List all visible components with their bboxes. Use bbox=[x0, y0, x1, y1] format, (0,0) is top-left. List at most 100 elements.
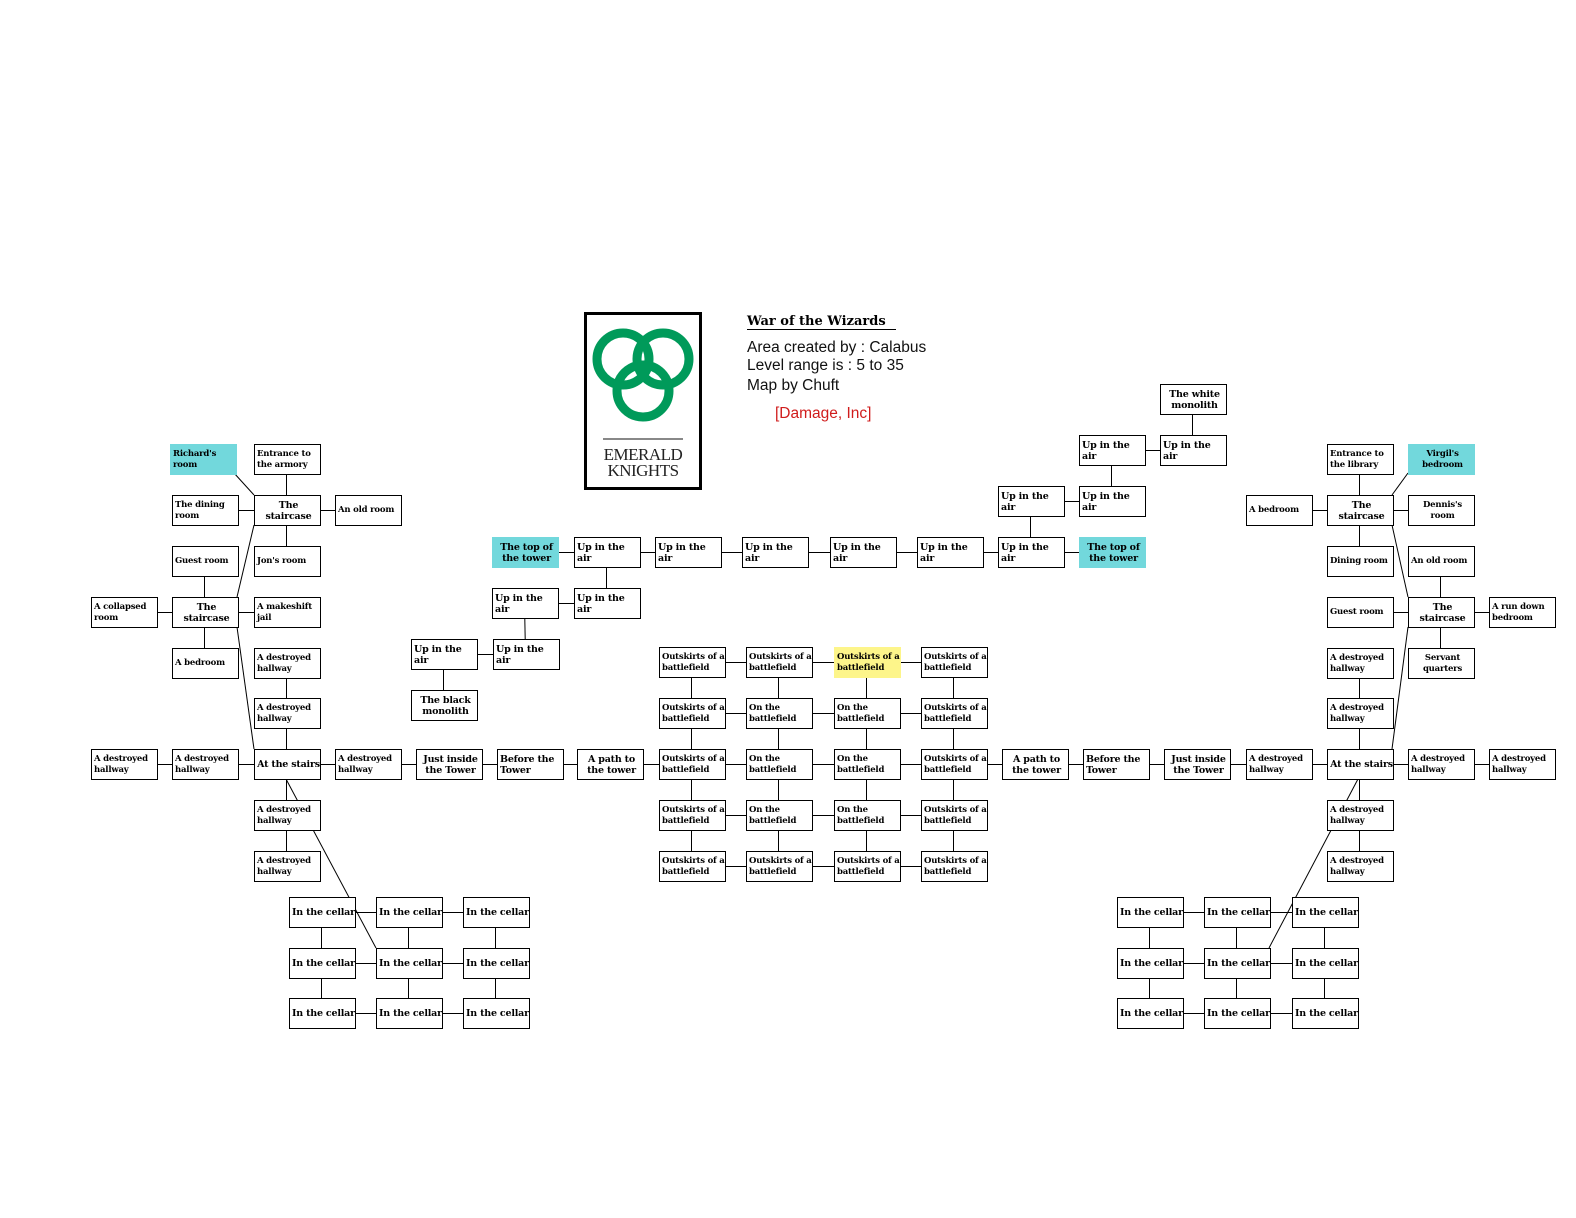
room-label: A destroyed hallway bbox=[1330, 702, 1384, 724]
room-r-virgil: Virgil's bedroom bbox=[1408, 444, 1475, 475]
room-l-dhw2: A destroyed hallway bbox=[91, 749, 158, 780]
room-bf-0-2: Outskirts of a battlefield bbox=[834, 647, 901, 678]
room-cl-0-2: In the cellar bbox=[463, 897, 530, 928]
room-r-dining: Dining room bbox=[1327, 546, 1394, 577]
room-r-dennis: Dennis's room bbox=[1408, 495, 1475, 526]
room-r-old: An old room bbox=[1408, 546, 1475, 577]
room-label: Up in the air bbox=[1082, 439, 1130, 462]
room-label: In the cellar bbox=[1120, 907, 1183, 918]
room-label: A destroyed hallway bbox=[257, 652, 311, 674]
room-label: An old room bbox=[1411, 556, 1468, 566]
room-label: Entrance to the armory bbox=[257, 448, 311, 470]
room-label: In the cellar bbox=[379, 1008, 442, 1019]
room-cl-2-1: In the cellar bbox=[376, 998, 443, 1029]
room-label: In the cellar bbox=[1120, 1008, 1183, 1019]
room-label: In the cellar bbox=[1295, 958, 1358, 969]
room-label: In the cellar bbox=[379, 907, 442, 918]
room-label: Richard's room bbox=[173, 448, 217, 470]
room-label: The staircase bbox=[265, 499, 312, 522]
room-a-10: Up in the air bbox=[493, 639, 560, 670]
room-label: Entrance to the library bbox=[1330, 448, 1384, 470]
room-label: A destroyed hallway bbox=[257, 855, 311, 877]
room-label: In the cellar bbox=[1120, 958, 1183, 969]
room-label: Outskirts of a battlefield bbox=[749, 855, 812, 877]
diagonal-link bbox=[1391, 472, 1409, 496]
diagonal-link bbox=[233, 472, 255, 496]
room-label: The black monolith bbox=[420, 694, 471, 717]
room-label: Outskirts of a battlefield bbox=[662, 855, 725, 877]
room-a-7: Up in the air bbox=[492, 588, 559, 619]
room-label: A bedroom bbox=[175, 658, 225, 668]
room-label: Up in the air bbox=[1001, 490, 1049, 513]
room-label: Outskirts of a battlefield bbox=[662, 651, 725, 673]
room-cl-1-1: In the cellar bbox=[376, 948, 443, 979]
room-label: Before the Tower bbox=[500, 753, 555, 776]
room-l-before: Before the Tower bbox=[497, 749, 564, 780]
room-a-white: The white monolith bbox=[1160, 384, 1227, 415]
room-r-stair2: The staircase bbox=[1408, 597, 1475, 628]
room-r-stair1: The staircase bbox=[1327, 495, 1394, 526]
rings-icon bbox=[592, 328, 694, 440]
room-label: Outskirts of a battlefield bbox=[924, 804, 987, 826]
room-label: Outskirts of a battlefield bbox=[749, 651, 812, 673]
room-bf-3-1: On the battlefield bbox=[746, 800, 813, 831]
room-bf-0-0: Outskirts of a battlefield bbox=[659, 647, 726, 678]
room-label: In the cellar bbox=[1295, 1008, 1358, 1019]
room-label: A destroyed hallway bbox=[257, 804, 311, 826]
emerald-knights-logo: EMERALD KNIGHTS bbox=[584, 312, 702, 490]
room-r-stairs: At the stairs bbox=[1327, 749, 1394, 780]
room-label: A run down bedroom bbox=[1492, 601, 1545, 623]
room-r-dhe2: A destroyed hallway bbox=[1489, 749, 1556, 780]
area-creator: Area created by : Calabus bbox=[747, 339, 927, 356]
room-a-11: Up in the air bbox=[998, 486, 1065, 517]
room-a-5: Up in the air bbox=[917, 537, 984, 568]
room-label: A makeshift jail bbox=[257, 601, 312, 623]
logo-line-2: KNIGHTS bbox=[607, 461, 679, 480]
diagonal-link bbox=[236, 626, 255, 750]
room-bf-4-3: Outskirts of a battlefield bbox=[921, 851, 988, 882]
room-a-14: Up in the air bbox=[1160, 435, 1227, 466]
room-label: Outskirts of a battlefield bbox=[662, 702, 725, 724]
room-label: Before the Tower bbox=[1086, 753, 1141, 776]
room-cr-0-0: In the cellar bbox=[1117, 897, 1184, 928]
logo-line-1: EMERALD bbox=[603, 445, 683, 464]
room-bf-3-3: Outskirts of a battlefield bbox=[921, 800, 988, 831]
room-a-9: Up in the air bbox=[411, 639, 478, 670]
room-a-8: Up in the air bbox=[574, 588, 641, 619]
room-r-dh1: A destroyed hallway bbox=[1327, 648, 1394, 679]
room-label: A destroyed hallway bbox=[338, 753, 392, 775]
room-label: In the cellar bbox=[292, 907, 355, 918]
room-label: Up in the air bbox=[577, 541, 625, 564]
room-label: The staircase bbox=[183, 601, 230, 624]
room-label: The top of the tower bbox=[1087, 541, 1140, 564]
room-bf-0-1: Outskirts of a battlefield bbox=[746, 647, 813, 678]
room-label: Up in the air bbox=[833, 541, 881, 564]
room-bf-2-3: Outskirts of a battlefield bbox=[921, 749, 988, 780]
room-r-library: Entrance to the library bbox=[1327, 444, 1394, 475]
diagonal-link bbox=[236, 524, 255, 598]
room-cr-2-1: In the cellar bbox=[1204, 998, 1271, 1029]
room-label: Outskirts of a battlefield bbox=[924, 753, 987, 775]
room-label: An old room bbox=[338, 505, 395, 515]
room-l-dhe: A destroyed hallway bbox=[335, 749, 402, 780]
room-label: Guest room bbox=[1330, 607, 1384, 617]
room-label: Up in the air bbox=[745, 541, 793, 564]
room-bf-1-3: Outskirts of a battlefield bbox=[921, 698, 988, 729]
room-l-dh1: A destroyed hallway bbox=[254, 648, 321, 679]
room-label: A destroyed hallway bbox=[1330, 855, 1384, 877]
room-label: A destroyed hallway bbox=[257, 702, 311, 724]
room-label: In the cellar bbox=[1295, 907, 1358, 918]
room-label: In the cellar bbox=[379, 958, 442, 969]
room-label: Up in the air bbox=[414, 643, 462, 666]
room-label: Outskirts of a battlefield bbox=[924, 855, 987, 877]
room-label: A path to the tower bbox=[587, 753, 636, 776]
room-l-dhw1: A destroyed hallway bbox=[172, 749, 239, 780]
room-label: The white monolith bbox=[1169, 388, 1220, 411]
diagonal-link bbox=[1391, 626, 1409, 750]
room-label: A destroyed hallway bbox=[1492, 753, 1546, 775]
room-label: Outskirts of a battlefield bbox=[837, 855, 900, 877]
map-author: Map by Chuft bbox=[747, 377, 840, 394]
room-bf-4-1: Outskirts of a battlefield bbox=[746, 851, 813, 882]
room-label: Guest room bbox=[175, 556, 229, 566]
room-label: At the stairs bbox=[1330, 759, 1393, 770]
